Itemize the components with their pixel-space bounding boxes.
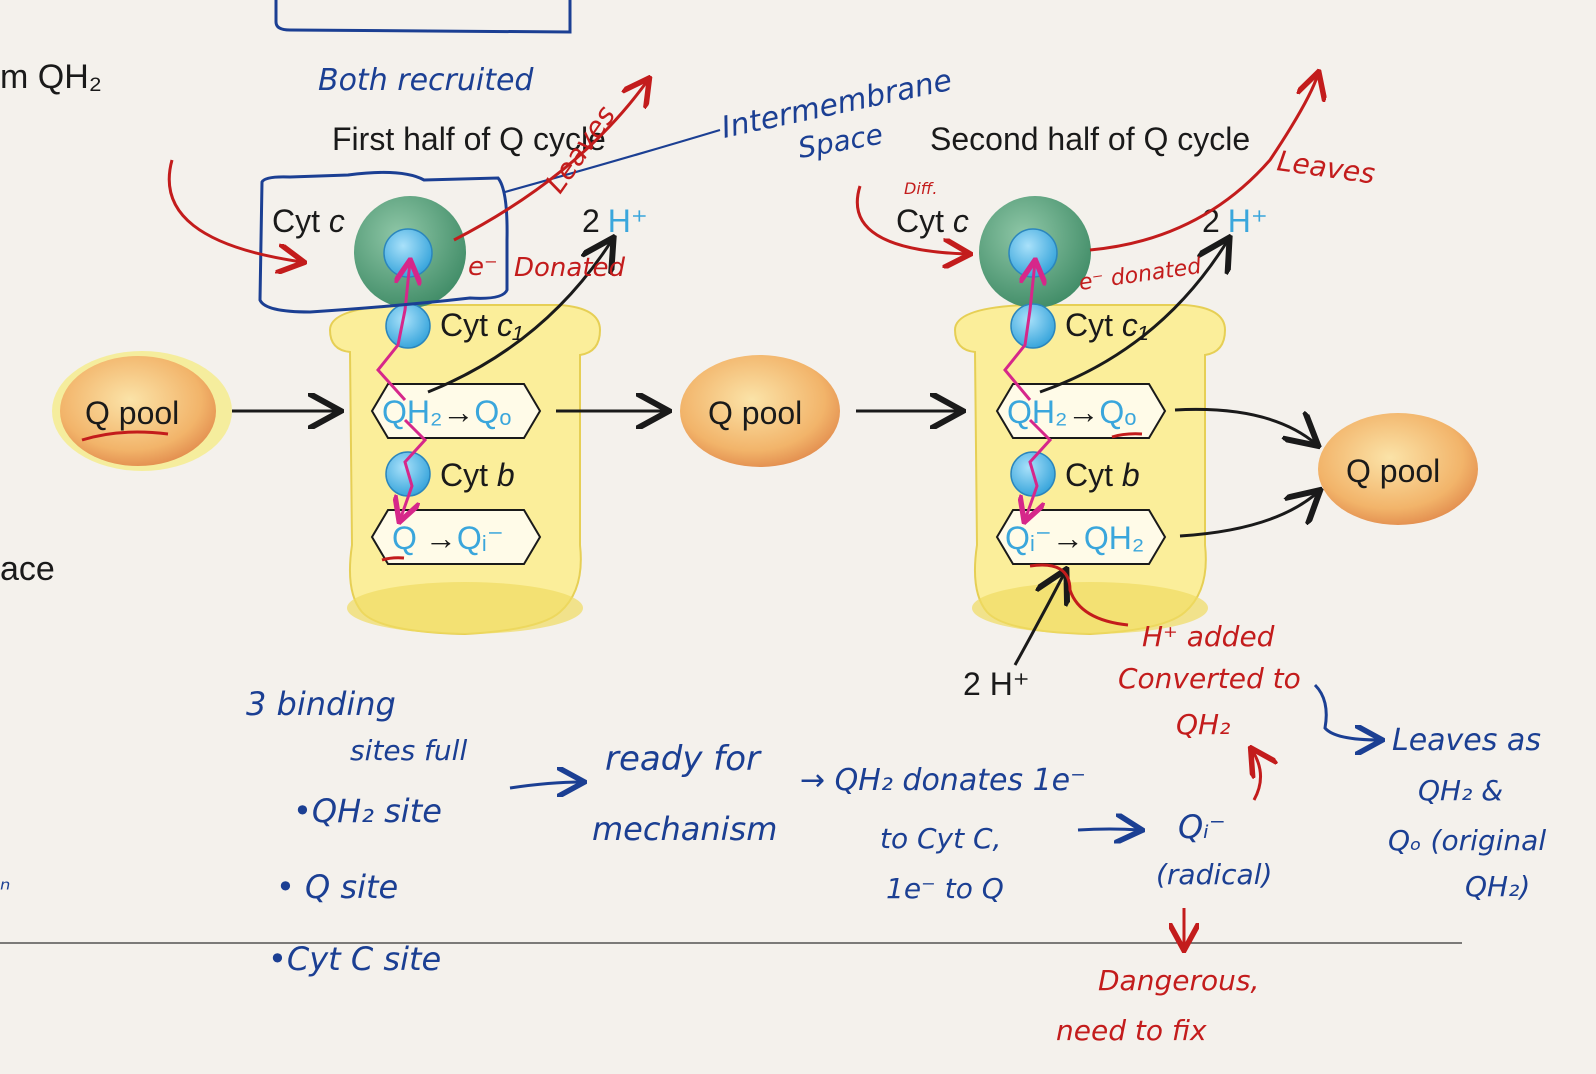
top-box-fragment [274,0,572,34]
first-half-title: First half of Q cycle [332,121,606,157]
note-e-minus: e⁻ [468,252,498,282]
note-both-recruited: Both recruited [318,63,534,98]
q-pool-1-label: Q pool [85,395,179,431]
note-donated: Donated [514,253,626,283]
second-qo-to-pool-arrow [1174,407,1316,444]
note-ready-for: ready for [605,739,762,779]
note-qh2-red: QH₂ [1176,708,1230,741]
second-electron-path-down [1025,418,1053,520]
first-cytc1-label: Cyt c₁ [440,307,523,343]
note-qo-original: Qₒ (original [1388,824,1546,857]
note-qh2-and: QH₂ & [1418,774,1503,807]
note-sites-full: sites full [350,734,467,767]
q-pool-3 [1318,413,1478,525]
red-mark-qo [1111,432,1143,439]
note-need-to-fix: need to fix [1056,1014,1207,1047]
note-dangerous: Dangerous, [1098,964,1259,997]
red-arrow-recruit-2 [855,185,968,254]
second-qo-site-text: QH₂→Qₒ [1007,394,1136,430]
first-2h-label: 2 H⁺ [582,203,648,239]
second-half-complex [953,196,1227,636]
note-converted-to: Converted to [1118,662,1301,695]
intermembrane-pointer [504,128,721,194]
second-half-title: Second half of Q cycle [930,121,1250,157]
note-leaves-2: Leaves [1275,144,1377,190]
second-cytc-label: Cyt c [896,203,969,239]
note-radical: (radical) [1156,858,1272,891]
note-qh2-donates: → QH₂ donates 1e⁻ [800,763,1086,798]
red-arrow-leaves-2 [1089,74,1318,252]
q-pool-2 [680,355,840,467]
first-qo-site-text: QH₂→Qₒ [382,394,511,430]
note-three-binding: 3 binding [246,685,396,723]
note-site-cytc: •Cyt C site [268,940,441,978]
second-2h-bottom-label: 2 H⁺ [963,666,1030,702]
qo-site-hexagon [995,383,1167,439]
cytc1-heme [1010,303,1056,349]
left-fragment-qh2: m QH₂ [0,58,102,96]
first-cytc-label: Cyt c [272,203,345,239]
red-arrow-radical-to-qh2 [1252,750,1261,801]
second-cytc1-label: Cyt c₁ [1065,307,1148,343]
second-electron-path-up [1003,262,1035,401]
first-proton-arrow [427,240,612,394]
note-h-added: H⁺ added [1142,620,1275,653]
note-diff: Diff. [904,179,937,198]
red-underline-qpool [81,430,169,442]
second-cytb-label: Cyt b [1065,457,1140,493]
note-qi-radical: Qᵢ⁻ [1178,808,1226,846]
second-qi-to-pool-arrow [1179,492,1318,538]
note-site-q: • Q site [276,868,398,906]
qo-site-hexagon [370,383,542,439]
first-qi-site-text: Q →Qᵢ⁻ [392,520,504,556]
arrow-to-leaves-as [1313,683,1380,740]
red-h-added-curve [1029,563,1129,627]
note-e-donated: e⁻ donated [1077,254,1203,296]
first-half-complex [328,196,602,636]
note-site-qh2: •QH₂ site [293,792,442,830]
left-fragment-m: ⁿ [0,875,10,905]
note-qh2-close: QH₂) [1465,870,1530,903]
cytc1-heme [385,303,431,349]
red-arrow-leaves-1 [453,80,648,242]
red-mark-q [381,556,405,562]
arrow-to-radical [1077,829,1140,830]
second-qi-site-text: Qᵢ⁻→QH₂ [1005,520,1144,556]
first-electron-path-down [400,418,428,520]
note-to-cytc: to Cyt C, [880,822,1001,855]
second-proton-arrow [1039,240,1228,394]
q-pool-3-label: Q pool [1346,453,1440,489]
red-arrow-recruit-1 [167,159,302,262]
q-pool-2-label: Q pool [708,395,802,431]
note-1e-to-q: 1e⁻ to Q [886,872,1004,905]
second-proton-uptake-arrow [1013,572,1065,666]
note-leaves-as: Leaves as [1392,723,1541,758]
cytc-enclosure [258,170,509,314]
note-mechanism: mechanism [592,810,777,848]
left-fragment-ace: ace [0,550,55,588]
arrow-to-ready [509,782,582,788]
first-cytb-label: Cyt b [440,457,515,493]
first-electron-path-up [376,262,410,402]
q-pool-1 [60,356,216,466]
